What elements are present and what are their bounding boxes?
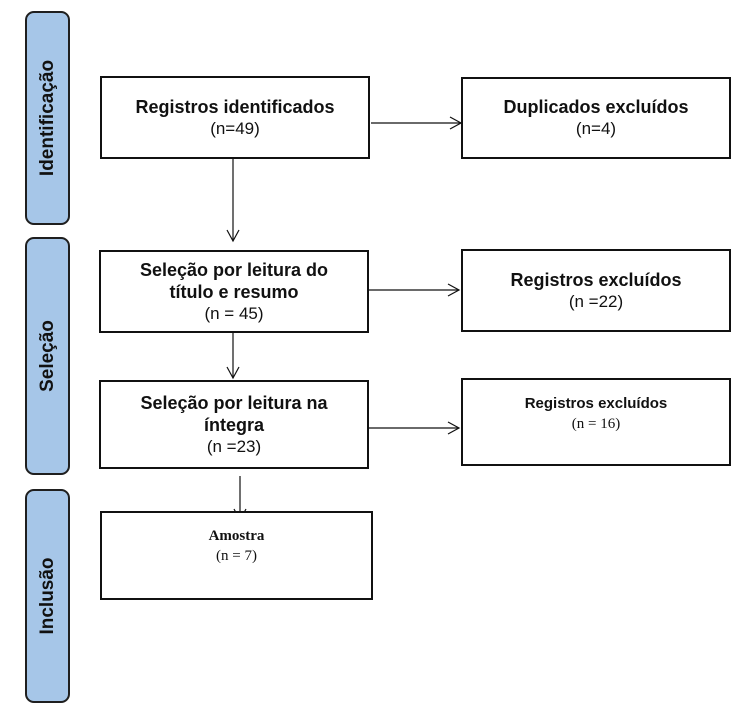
box-duplicados-excluidos: Duplicados excluídos (n=4) — [461, 77, 731, 159]
duplicados-excluidos-count: (n=4) — [575, 119, 617, 138]
phase-inclusao: Inclusão — [25, 489, 70, 703]
selecao-integra-line2: íntegra — [203, 414, 264, 435]
registros-excluidos-1-title: Registros excluídos — [510, 269, 682, 290]
registros-excluidos-1-count: (n =22) — [568, 291, 624, 311]
amostra-count: (n = 7) — [216, 548, 257, 564]
amostra-title: Amostra — [208, 528, 265, 544]
box-selecao-titulo-resumo: Seleção por leitura do título e resumo (… — [99, 250, 369, 333]
box-amostra: Amostra (n = 7) — [100, 511, 373, 600]
registros-identificados-count: (n=49) — [210, 118, 260, 138]
registros-excluidos-2-count: (n = 16) — [571, 416, 621, 432]
selecao-titulo-resumo-count: (n = 45) — [204, 303, 264, 323]
selecao-titulo-resumo-line2: título e resumo — [169, 281, 299, 302]
registros-excluidos-2-title: Registros excluídos — [524, 395, 668, 412]
box-selecao-integra: Seleção por leitura na íntegra (n =23) — [99, 380, 369, 469]
selecao-integra-line1: Seleção por leitura na — [140, 392, 328, 413]
duplicados-excluidos-title: Duplicados excluídos — [503, 97, 689, 117]
phase-identificacao: Identificação — [25, 11, 70, 225]
selecao-titulo-resumo-line1: Seleção por leitura do — [139, 259, 329, 280]
box-registros-excluidos-2: Registros excluídos (n = 16) — [461, 378, 731, 466]
box-registros-identificados: Registros identificados (n=49) — [100, 76, 370, 159]
selecao-integra-count: (n =23) — [206, 436, 262, 456]
registros-identificados-title: Registros identificados — [135, 96, 335, 117]
box-registros-excluidos-1: Registros excluídos (n =22) — [461, 249, 731, 332]
phase-selecao: Seleção — [25, 237, 70, 475]
